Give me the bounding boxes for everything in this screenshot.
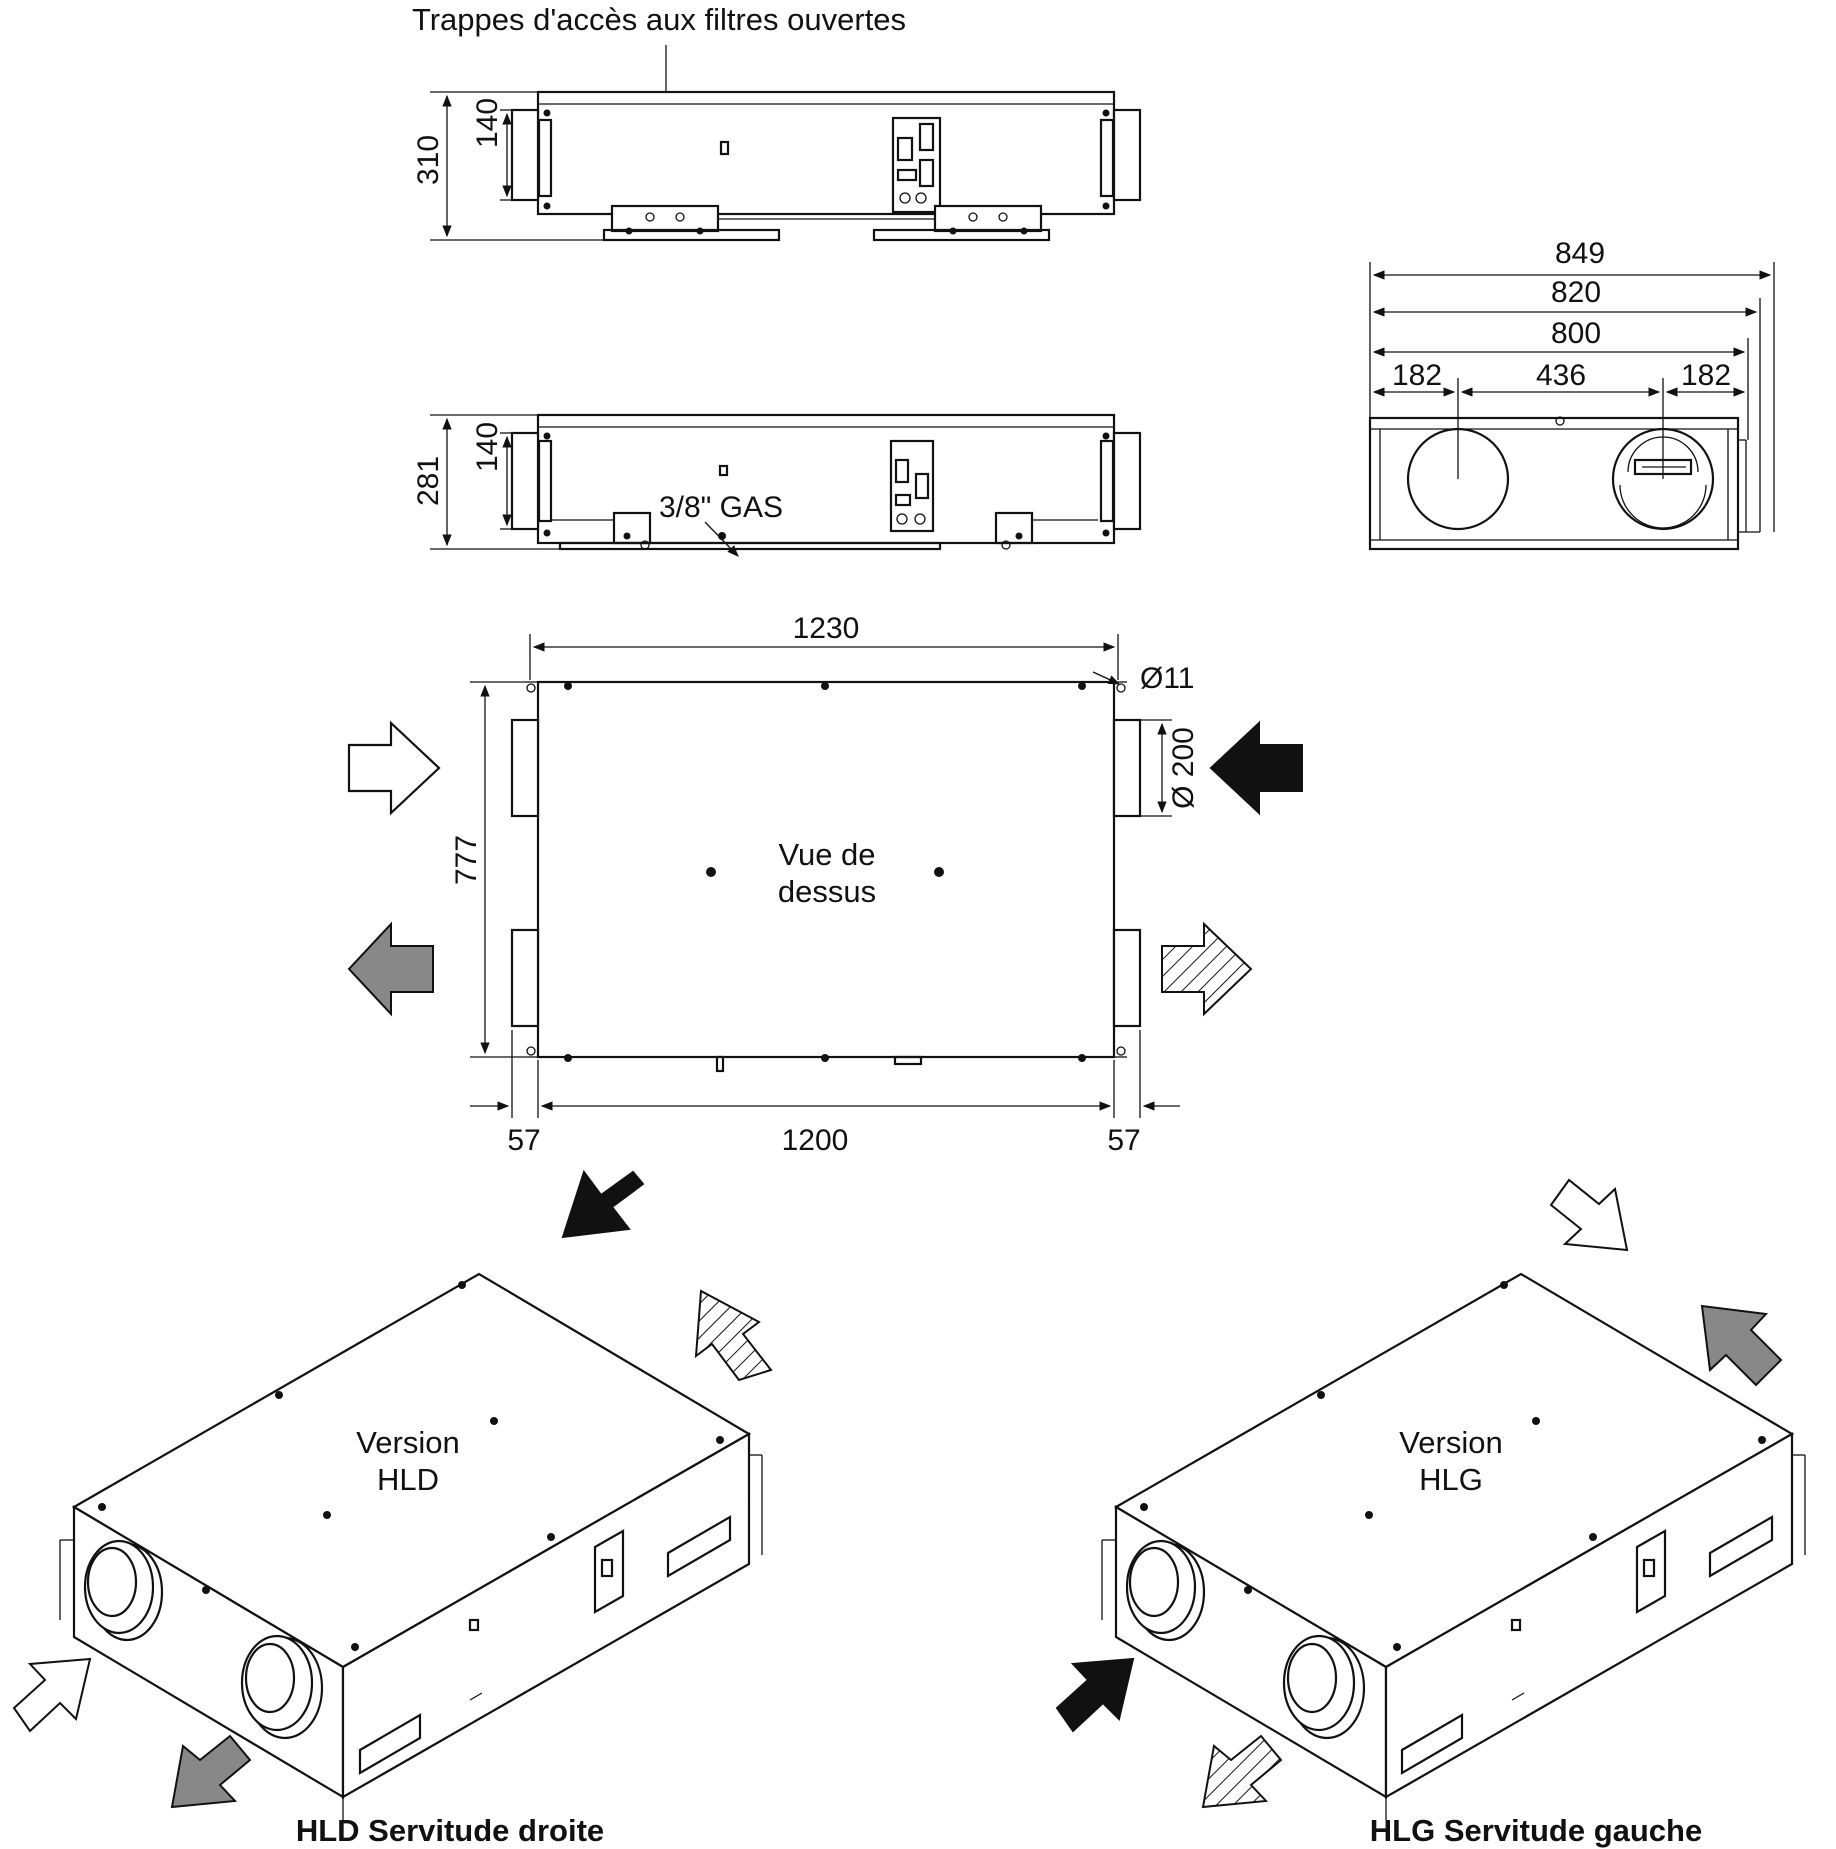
filter-access-label: Trappes d'accès aux filtres ouvertes	[412, 2, 906, 37]
offset-182-right-label: 182	[1681, 359, 1731, 392]
hld-caption: HLD Servitude droite	[296, 1813, 604, 1848]
isometric-hlg: Version HLG HLG Servitude gauche	[1101, 1272, 1806, 1848]
grey-arrow-diagonal-icon	[1700, 1304, 1783, 1387]
hlg-label-line1: Version	[1399, 1425, 1502, 1460]
top-view-label-line2: dessus	[778, 874, 876, 909]
spigot-57-left-label: 57	[507, 1124, 540, 1157]
white-arrow-diagonal-icon	[1549, 1178, 1629, 1252]
black-arrow-diagonal-icon	[1055, 1657, 1135, 1733]
hlg-caption: HLG Servitude gauche	[1370, 1813, 1702, 1848]
width-849-label: 849	[1555, 237, 1605, 270]
width-820-label: 820	[1551, 276, 1601, 309]
hole-diameter-label: Ø11	[1140, 662, 1194, 695]
grey-arrow-diagonal-icon	[170, 1734, 252, 1809]
side-view-open-filters	[510, 90, 1142, 242]
hlg-airflow-arrows	[1055, 1178, 1783, 1809]
top-view-dimensions: 1230 Ø11 Ø 200 777 57 1200 57	[450, 612, 1200, 1157]
hlg-label-line2: HLG	[1419, 1462, 1483, 1497]
isometric-hld: Version HLD HLD Servitude droite	[59, 1272, 763, 1848]
side-view-closed	[510, 413, 1142, 551]
black-arrow-left-icon	[1209, 720, 1303, 816]
end-view-dimensions: 849 820 800 182 436 182	[1369, 237, 1775, 532]
spacing-436-label: 436	[1536, 359, 1586, 392]
depth-777-label: 777	[450, 835, 483, 885]
length-1230-label: 1230	[793, 612, 860, 645]
height-140-label-1: 140	[471, 98, 504, 148]
white-arrow-right-icon	[347, 720, 441, 816]
black-arrow-diagonal-icon	[561, 1169, 645, 1239]
hatched-arrow-diagonal-icon	[1201, 1734, 1283, 1809]
side-view-2-dimensions: 281 140 3/8" GAS	[412, 414, 783, 557]
side-view-1-dimensions: 310 140	[412, 91, 604, 241]
hld-label-line1: Version	[356, 1425, 459, 1460]
hatched-arrow-right-icon	[1161, 921, 1253, 1017]
hld-label-line2: HLD	[377, 1462, 439, 1497]
height-140-label-2: 140	[471, 422, 504, 472]
top-view-label-line1: Vue de	[778, 837, 875, 872]
white-arrow-diagonal-icon	[12, 1657, 92, 1733]
length-1200-label: 1200	[782, 1124, 849, 1157]
top-view-airflow-arrows	[347, 720, 1303, 1017]
end-view	[1368, 416, 1760, 551]
hatched-arrow-diagonal-icon	[694, 1289, 773, 1382]
width-800-label: 800	[1551, 317, 1601, 350]
hld-airflow-arrows	[12, 1169, 773, 1809]
top-view: Vue de dessus	[510, 680, 1142, 1073]
duct-diameter-label: Ø 200	[1167, 727, 1200, 809]
height-281-label: 281	[412, 456, 445, 506]
gas-connection-label: 3/8" GAS	[659, 491, 783, 524]
height-310-label: 310	[412, 135, 445, 185]
grey-arrow-left-icon	[347, 921, 434, 1017]
spigot-57-right-label: 57	[1107, 1124, 1140, 1157]
offset-182-left-label: 182	[1392, 359, 1442, 392]
